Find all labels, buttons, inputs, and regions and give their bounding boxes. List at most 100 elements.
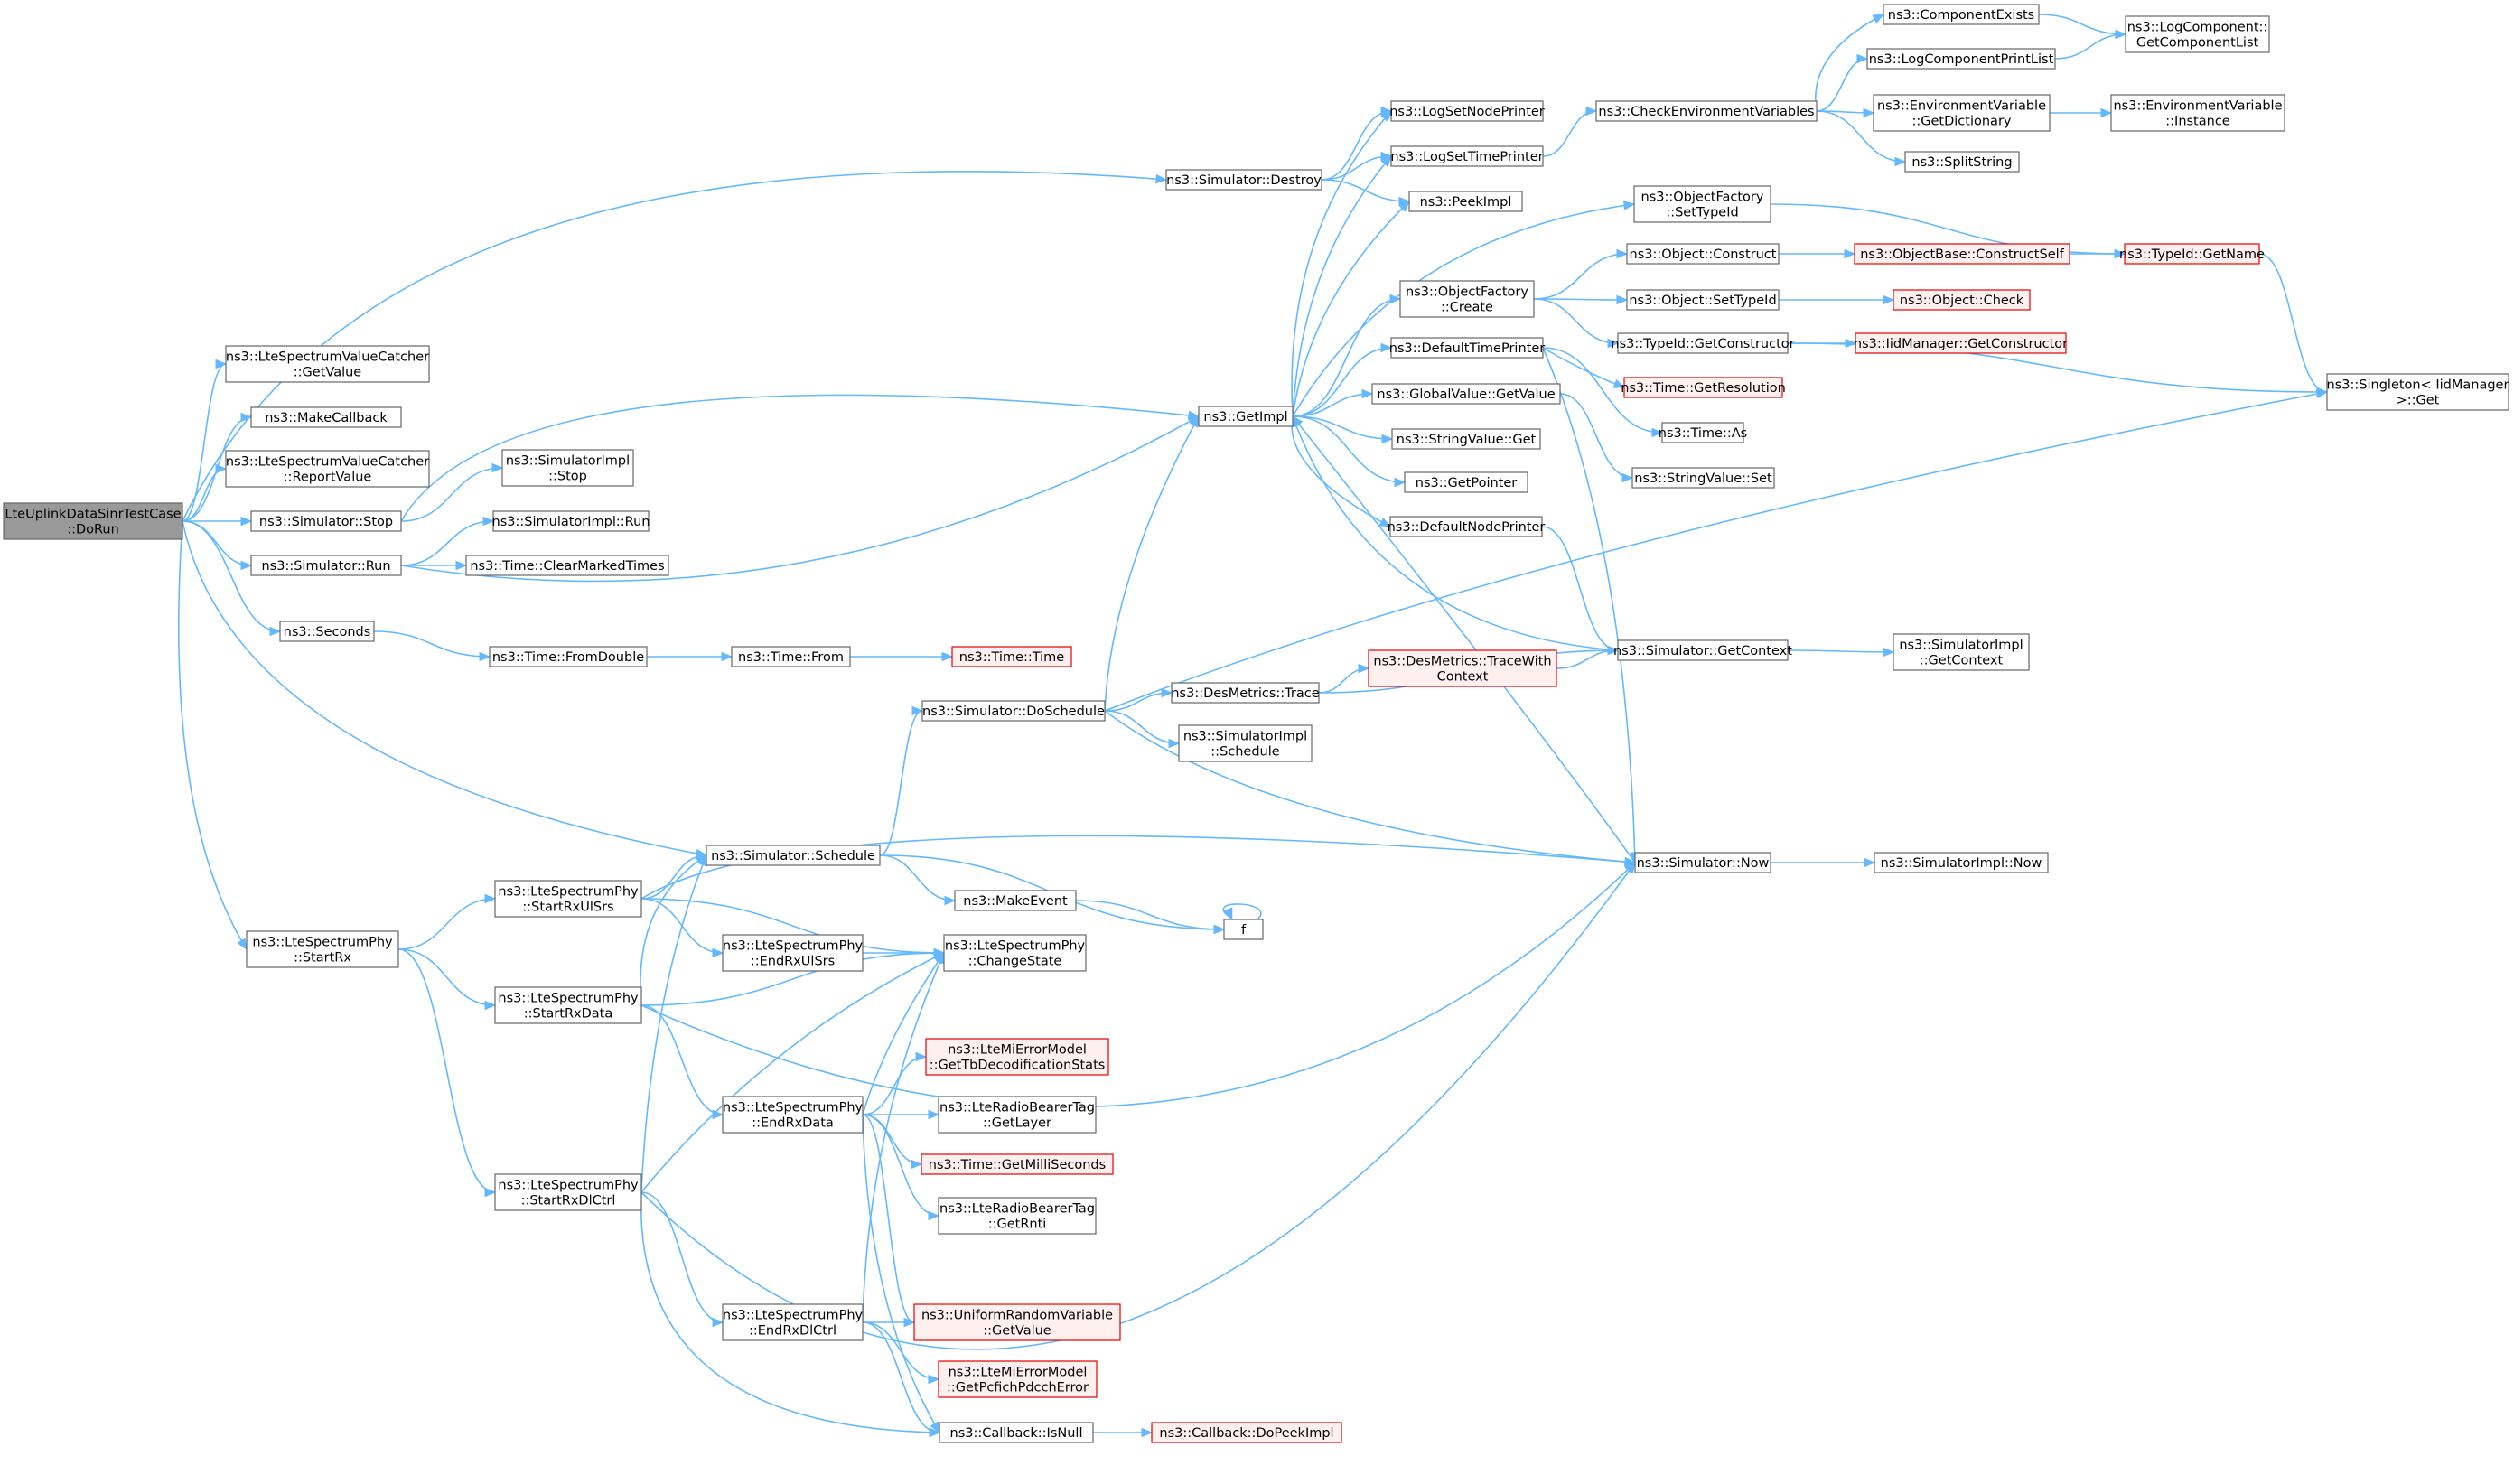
node-compExists[interactable]: ns3::ComponentExists xyxy=(1883,4,2040,25)
node-getLayer[interactable]: ns3::LteRadioBearerTag::GetLayer xyxy=(938,1096,1097,1134)
node-gvGetValue[interactable]: ns3::GlobalValue::GetValue xyxy=(1371,383,1561,405)
node-clearMarked[interactable]: ns3::Time::ClearMarkedTimes xyxy=(465,555,669,576)
node-tidGetCtor[interactable]: ns3::TypeId::GetConstructor xyxy=(1611,332,1795,354)
node-startDlCtrl[interactable]: ns3::LteSpectrumPhy::StartRxDlCtrl xyxy=(494,1173,642,1211)
edge-root-to-simRun xyxy=(182,520,253,571)
node-checkEnv[interactable]: ns3::CheckEnvironmentVariables xyxy=(1595,100,1818,122)
node-ofCreate[interactable]: ns3::ObjectFactory::Create xyxy=(1399,280,1535,318)
node-objConstruct[interactable]: ns3::Object::Construct xyxy=(1626,243,1780,265)
node-envInstance[interactable]: ns3::EnvironmentVariable::Instance xyxy=(2110,94,2285,132)
node-iidGetCtor[interactable]: ns3::IidManager::GetConstructor xyxy=(1854,332,2068,354)
node-urvGetValue[interactable]: ns3::UniformRandomVariable::GetValue xyxy=(913,1303,1121,1341)
edge-line xyxy=(400,394,1200,522)
edge-getImpl-to-getPointer xyxy=(1292,415,1407,488)
edge-line xyxy=(640,1191,724,1323)
node-label: ::GetValue xyxy=(294,366,362,380)
edge-getImpl-to-defTime xyxy=(1292,342,1393,417)
node-catcherReport[interactable]: ns3::LteSpectrumValueCatcher::ReportValu… xyxy=(225,450,430,488)
node-endData[interactable]: ns3::LteSpectrumPhy::EndRxData xyxy=(722,1096,864,1134)
edge-arrowhead xyxy=(1361,388,1374,399)
node-label: ns3::LteRadioBearerTag xyxy=(939,1202,1095,1217)
edge-arrowhead xyxy=(1844,248,1856,259)
node-svSet[interactable]: ns3::StringValue::Set xyxy=(1631,467,1775,489)
edge-line xyxy=(1533,298,1619,344)
node-logCompPrint[interactable]: ns3::LogComponentPrintList xyxy=(1866,48,2056,70)
node-envGetDict[interactable]: ns3::EnvironmentVariable::GetDictionary xyxy=(1873,94,2051,132)
node-doSchedule[interactable]: ns3::Simulator::DoSchedule xyxy=(921,700,1106,722)
node-getMilli[interactable]: ns3::Time::GetMilliSeconds xyxy=(921,1153,1114,1175)
node-label: ns3::ComponentExists xyxy=(1888,8,2035,23)
node-label: ns3::ObjectFactory xyxy=(1641,191,1764,205)
node-getPointer[interactable]: ns3::GetPointer xyxy=(1404,471,1528,493)
node-implGetContext[interactable]: ns3::SimulatorImpl::GetContext xyxy=(1893,633,2030,671)
node-logCompList[interactable]: ns3::LogComponent::GetComponentList xyxy=(2125,15,2270,53)
node-makeEvent[interactable]: ns3::MakeEvent xyxy=(954,890,1077,911)
node-desTrace[interactable]: ns3::DesMetrics::Trace xyxy=(1171,682,1320,704)
node-timeTime[interactable]: ns3::Time::Time xyxy=(951,646,1072,667)
node-simStop[interactable]: ns3::Simulator::Stop xyxy=(250,510,402,532)
node-seconds[interactable]: ns3::Seconds xyxy=(279,621,375,642)
node-label: ns3::SimulatorImpl xyxy=(1183,730,1307,744)
node-fromDouble[interactable]: ns3::Time::FromDouble xyxy=(489,646,648,667)
node-getContext[interactable]: ns3::Simulator::GetContext xyxy=(1613,639,1792,661)
node-getRnti[interactable]: ns3::LteRadioBearerTag::GetRnti xyxy=(938,1197,1097,1235)
edge-arrowhead xyxy=(1155,173,1168,184)
node-simNow[interactable]: ns3::Simulator::Now xyxy=(1634,852,1771,873)
node-root[interactable]: LteUplinkDataSinrTestCase::DoRun xyxy=(3,502,183,540)
edge-arrowhead xyxy=(944,895,957,906)
node-pcfich[interactable]: ns3::LteMiErrorModel::GetPcfichPdcchErro… xyxy=(938,1360,1098,1398)
node-objSetTypeId[interactable]: ns3::Object::SetTypeId xyxy=(1626,289,1780,311)
node-objCheck[interactable]: ns3::Object::Check xyxy=(1893,289,2031,311)
node-obConstructSelf[interactable]: ns3::ObjectBase::ConstructSelf xyxy=(1854,243,2070,265)
edge-line xyxy=(1292,415,1619,651)
node-ofSetTypeId[interactable]: ns3::ObjectFactory::SetTypeId xyxy=(1633,185,1771,223)
node-endUlSrs[interactable]: ns3::LteSpectrumPhy::EndRxUlSrs xyxy=(722,934,864,972)
edge-startDlCtrl-to-schedule xyxy=(640,854,707,1193)
node-svGet[interactable]: ns3::StringValue::Get xyxy=(1391,428,1541,450)
node-label: ns3::LteSpectrumPhy xyxy=(252,936,393,950)
node-label: ns3::Callback::IsNull xyxy=(950,1426,1083,1441)
node-logTime[interactable]: ns3::LogSetTimePrinter xyxy=(1390,145,1544,167)
node-box xyxy=(722,1096,864,1134)
node-box xyxy=(921,700,1106,722)
edge-line xyxy=(1816,110,1906,163)
node-box xyxy=(1391,428,1541,450)
edge-root-to-catcherReport xyxy=(182,463,228,522)
node-singletonGet[interactable]: ns3::Singleton< IidManager >::Get xyxy=(2326,373,2509,411)
node-schedule[interactable]: ns3::Simulator::Schedule xyxy=(706,845,881,866)
node-defTime[interactable]: ns3::DefaultTimePrinter xyxy=(1389,337,1545,359)
node-doPeek[interactable]: ns3::Callback::DoPeekImpl xyxy=(1151,1422,1342,1443)
node-timeFrom[interactable]: ns3::Time::From xyxy=(731,646,851,667)
node-splitString[interactable]: ns3::SplitString xyxy=(1904,151,2020,173)
node-implSchedule[interactable]: ns3::SimulatorImpl::Schedule xyxy=(1178,724,1313,762)
node-implNow[interactable]: ns3::SimulatorImpl::Now xyxy=(1874,852,2049,873)
node-getImpl[interactable]: ns3::GetImpl xyxy=(1198,406,1294,427)
node-implStop[interactable]: ns3::SimulatorImpl::Stop xyxy=(501,449,634,487)
node-simRun[interactable]: ns3::Simulator::Run xyxy=(250,555,402,576)
node-tbStats[interactable]: ns3::LteMiErrorModel::GetTbDecodificatio… xyxy=(925,1038,1109,1076)
node-isNull[interactable]: ns3::Callback::IsNull xyxy=(939,1422,1094,1443)
edge-simNow-to-implNow xyxy=(1771,857,1876,868)
node-implRun[interactable]: ns3::SimulatorImpl::Run xyxy=(492,510,650,532)
edge-defTime-to-timeAs xyxy=(1542,347,1664,438)
node-changeState[interactable]: ns3::LteSpectrumPhy::ChangeState xyxy=(943,934,1087,972)
node-fNode[interactable]: f xyxy=(1223,919,1264,940)
node-logNode[interactable]: ns3::LogSetNodePrinter xyxy=(1389,100,1545,122)
node-endDlCtrl[interactable]: ns3::LteSpectrumPhy::EndRxDlCtrl xyxy=(722,1303,864,1341)
node-tidGetName[interactable]: ns3::TypeId::GetName xyxy=(2119,243,2265,265)
node-timeAs[interactable]: ns3::Time::As xyxy=(1659,422,1747,443)
node-peekImpl[interactable]: ns3::PeekImpl xyxy=(1408,191,1523,212)
node-startRx[interactable]: ns3::LteSpectrumPhy::StartRx xyxy=(246,930,399,968)
node-startUlSrs[interactable]: ns3::LteSpectrumPhy::StartRxUlSrs xyxy=(494,880,642,918)
node-startData[interactable]: ns3::LteSpectrumPhy::StartRxData xyxy=(494,986,642,1024)
node-defNode[interactable]: ns3::DefaultNodePrinter xyxy=(1388,516,1546,537)
node-makeCallback[interactable]: ns3::MakeCallback xyxy=(250,406,402,428)
edge-arrowhead xyxy=(1378,517,1392,527)
node-catcherGetValue[interactable]: ns3::LteSpectrumValueCatcher::GetValue xyxy=(225,345,430,383)
node-getRes[interactable]: ns3::Time::GetResolution xyxy=(1621,377,1786,398)
node-destroy[interactable]: ns3::Simulator::Destroy xyxy=(1165,169,1322,191)
edge-arrowhead xyxy=(1189,415,1200,428)
edge-arrowhead xyxy=(930,1421,940,1434)
edge-line xyxy=(1222,903,1262,920)
